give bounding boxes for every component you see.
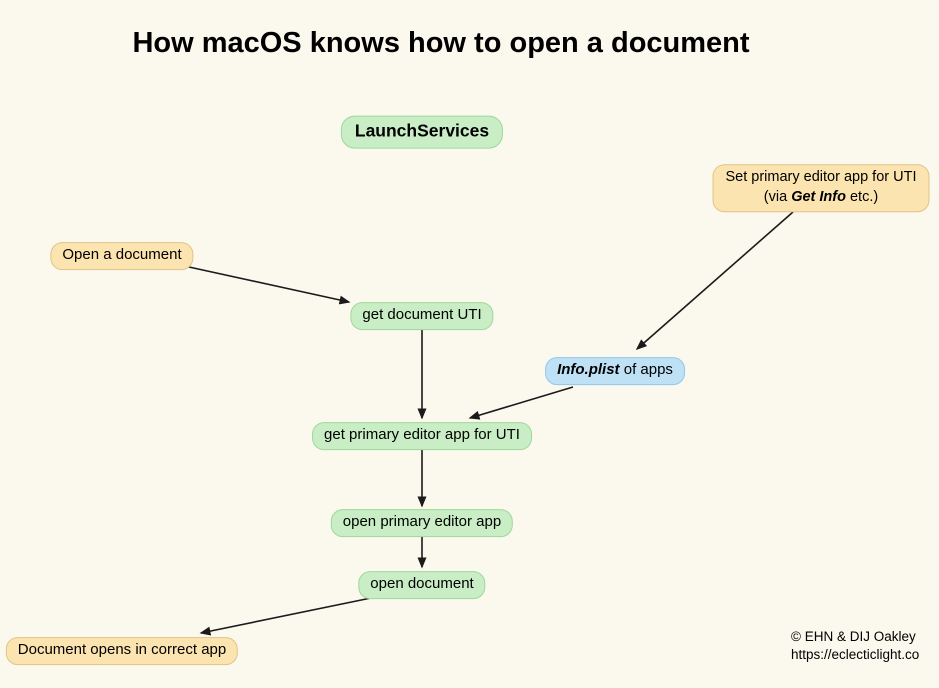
node-text: of apps xyxy=(619,361,673,379)
node-text: (via xyxy=(763,189,792,206)
node-launch-services: LaunchServices xyxy=(340,115,504,149)
node-info-plist: Info.plist of apps xyxy=(545,357,685,385)
footer-url: https://eclecticlight.co xyxy=(791,647,920,662)
node-set-primary-editor: Set primary editor app for UTI (via Get … xyxy=(712,164,930,212)
info-plist-emphasis: Info.plist xyxy=(557,361,620,379)
node-open-a-document: Open a document xyxy=(50,242,194,270)
footer-credit: © EHN & DIJ Oakley https://eclecticlight… xyxy=(791,628,919,664)
node-set-primary-line2: (via Get Info etc.) xyxy=(726,188,917,208)
node-open-document: open document xyxy=(358,571,486,599)
arrow-open-document-to-result xyxy=(199,597,372,636)
get-info-emphasis: Get Info xyxy=(791,189,846,206)
node-get-primary-editor: get primary editor app for UTI xyxy=(312,422,532,450)
node-text: etc.) xyxy=(845,189,879,206)
node-get-document-uti: get document UTI xyxy=(350,302,494,330)
arrow-info-plist-to-get-primary-editor xyxy=(468,386,574,420)
node-document-opens-result: Document opens in correct app xyxy=(5,637,239,665)
diagram-title: How macOS knows how to open a document xyxy=(132,27,750,59)
node-set-primary-line1: Set primary editor app for UTI xyxy=(725,169,917,186)
node-open-primary-editor: open primary editor app xyxy=(330,509,514,537)
footer-copyright: © EHN & DIJ Oakley xyxy=(791,629,916,644)
arrow-set-primary-to-info-plist xyxy=(635,211,794,350)
arrow-open-document-to-get-uti xyxy=(188,266,351,305)
